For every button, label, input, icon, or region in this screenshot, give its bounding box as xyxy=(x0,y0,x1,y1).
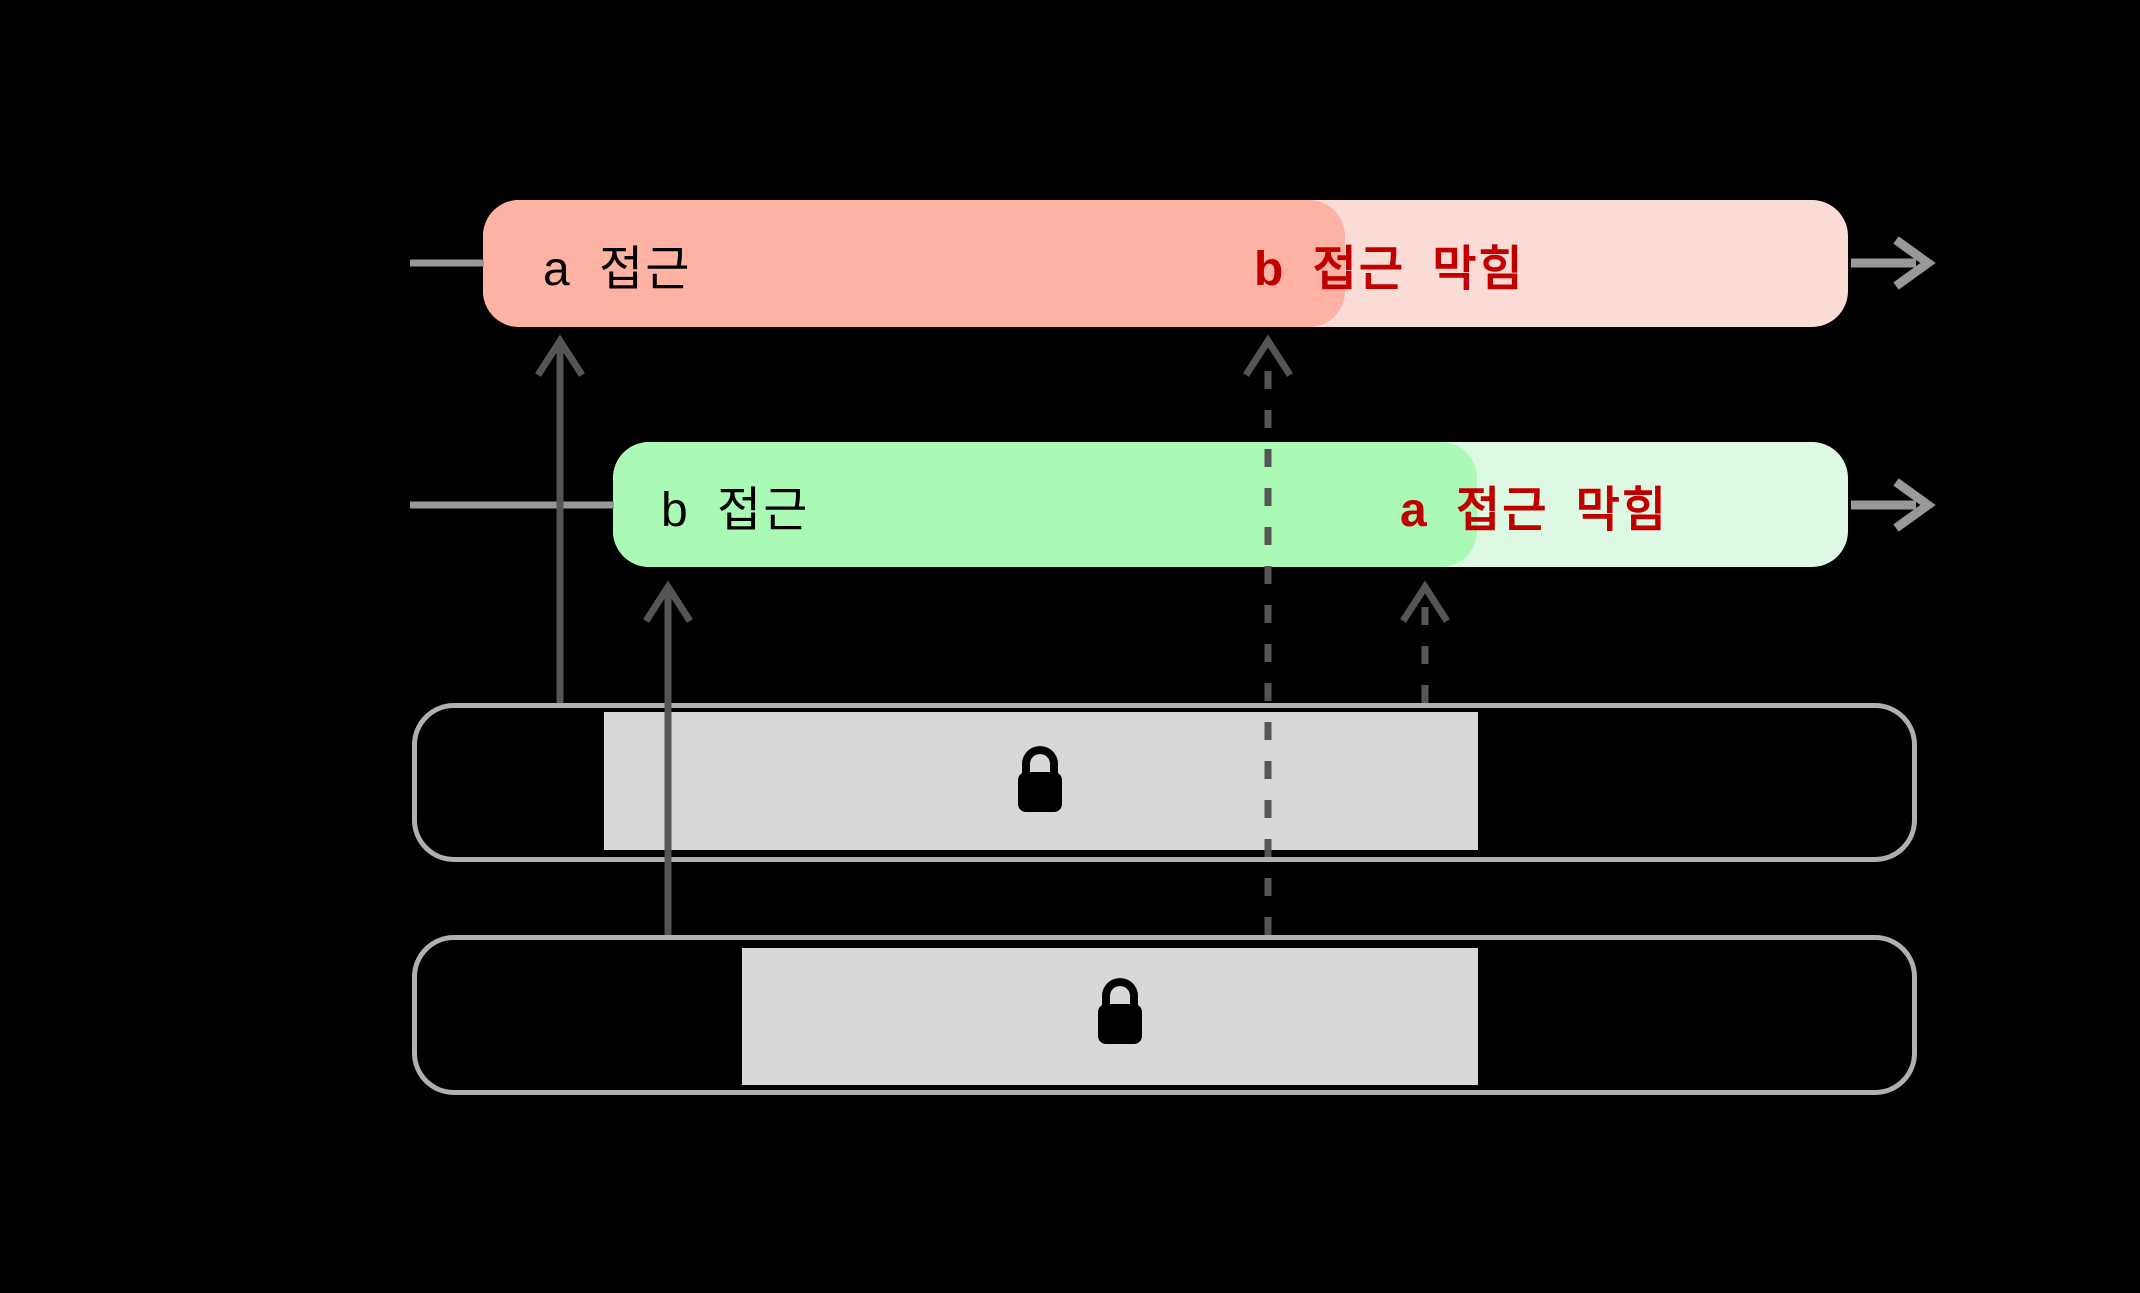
lock-a-box xyxy=(412,703,1917,862)
lock-icon xyxy=(1102,978,1138,1012)
thread-a-blocked-label: b 접근 막힘 xyxy=(1254,242,1525,296)
thread-a-timeline-active-segment xyxy=(483,200,1345,327)
lock-a-acquire-arrow-icon xyxy=(535,334,585,703)
thread-a-access-label: a 접근 xyxy=(543,242,692,296)
lock-icon xyxy=(1022,746,1058,780)
thread-b-timeline-active-segment xyxy=(613,442,1477,567)
lock-icon xyxy=(1098,1004,1142,1044)
lock-b-acquire-arrow-icon xyxy=(643,580,693,935)
lock-b-box xyxy=(412,935,1917,1095)
thread-b-continue-arrow-icon xyxy=(1851,478,1936,532)
thread-b-access-label: b 접근 xyxy=(661,483,810,537)
thread-b-blocked-label: a 접근 막힘 xyxy=(1400,483,1669,537)
thread-a-continue-arrow-icon xyxy=(1851,236,1936,290)
lock-icon xyxy=(1018,772,1062,812)
lock-b-blocked-attempt-arrow-icon xyxy=(1243,334,1293,935)
lock-a-blocked-attempt-arrow-icon xyxy=(1400,580,1450,703)
